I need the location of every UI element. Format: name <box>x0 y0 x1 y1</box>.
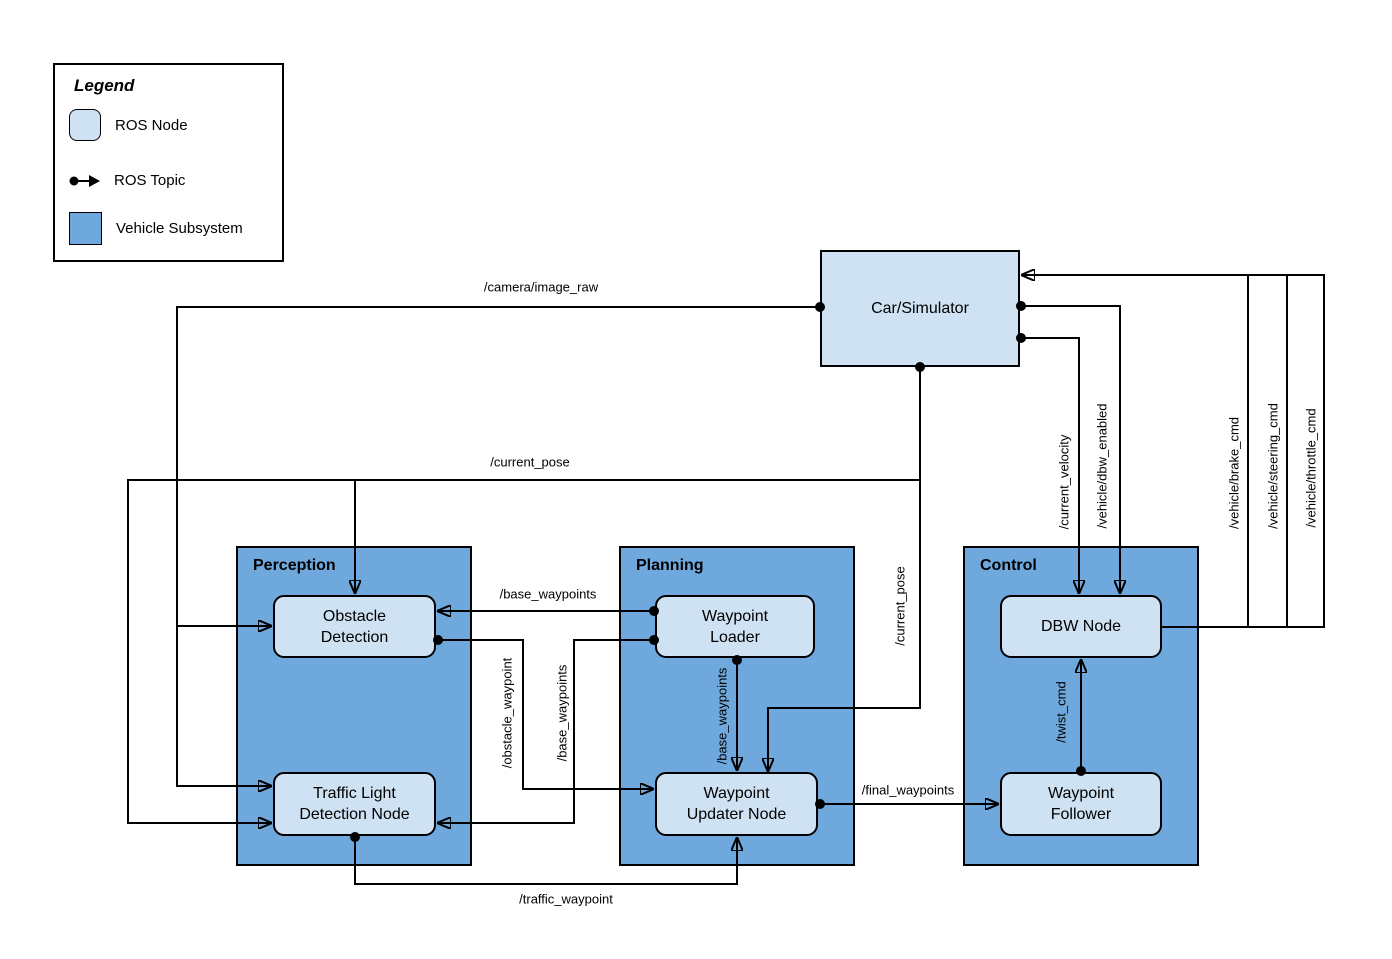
legend-item-ros-node: ROS Node <box>69 109 188 141</box>
dbw-node: DBW Node <box>1000 595 1162 658</box>
topic-label-camera-image-raw: /camera/image_raw <box>483 279 599 295</box>
legend-item-label: ROS Node <box>115 116 188 134</box>
legend-item-vehicle-subsystem: Vehicle Subsystem <box>69 212 243 245</box>
legend-box: Legend ROS Node ROS Topic Vehicle Subsys… <box>53 63 284 262</box>
topic-label-current-velocity: /current_velocity <box>1056 434 1072 530</box>
waypoint-updater-node: Waypoint Updater Node <box>655 772 818 836</box>
topic-label-obstacle-waypoint: /obstacle_waypoint <box>499 657 515 769</box>
topic-label-brake-cmd: /vehicle/brake_cmd <box>1226 417 1242 529</box>
topic-label-steering-cmd: /vehicle/steering_cmd <box>1265 403 1281 529</box>
ros-node-swatch <box>69 109 101 141</box>
topic-label-current-pose: /current_pose <box>490 454 570 470</box>
legend-item-label: ROS Topic <box>114 172 186 189</box>
waypoint-loader-node: Waypoint Loader <box>655 595 815 658</box>
topic-label-base-waypoints-left: /base_waypoints <box>554 664 570 762</box>
perception-title: Perception <box>253 557 336 574</box>
obstacle-detection-node: Obstacle Detection <box>273 595 436 658</box>
topic-label-final-waypoints: /final_waypoints <box>861 782 955 798</box>
planning-title: Planning <box>636 557 704 574</box>
topic-label-traffic-waypoint: /traffic_waypoint <box>519 891 613 907</box>
ros-topic-arrow-icon <box>69 174 100 187</box>
legend-item-ros-topic: ROS Topic <box>69 172 185 189</box>
topic-label-dbw-enabled: /vehicle/dbw_enabled <box>1094 403 1110 529</box>
legend-title: Legend <box>74 76 135 95</box>
topic-label-base-waypoints-inner: /base_waypoints <box>714 667 730 765</box>
topic-label-current-pose-vertical: /current_pose <box>892 566 908 646</box>
legend-item-label: Vehicle Subsystem <box>116 220 243 237</box>
topic-label-throttle-cmd: /vehicle/throttle_cmd <box>1303 408 1319 528</box>
car-simulator-node: Car/Simulator <box>820 250 1020 367</box>
vehicle-subsystem-swatch <box>69 212 102 245</box>
waypoint-follower-node: Waypoint Follower <box>1000 772 1162 836</box>
control-title: Control <box>980 557 1037 574</box>
traffic-light-detection-node: Traffic Light Detection Node <box>273 772 436 836</box>
topic-label-base-waypoints-top: /base_waypoints <box>499 586 597 602</box>
topic-label-twist-cmd: /twist_cmd <box>1053 681 1069 743</box>
